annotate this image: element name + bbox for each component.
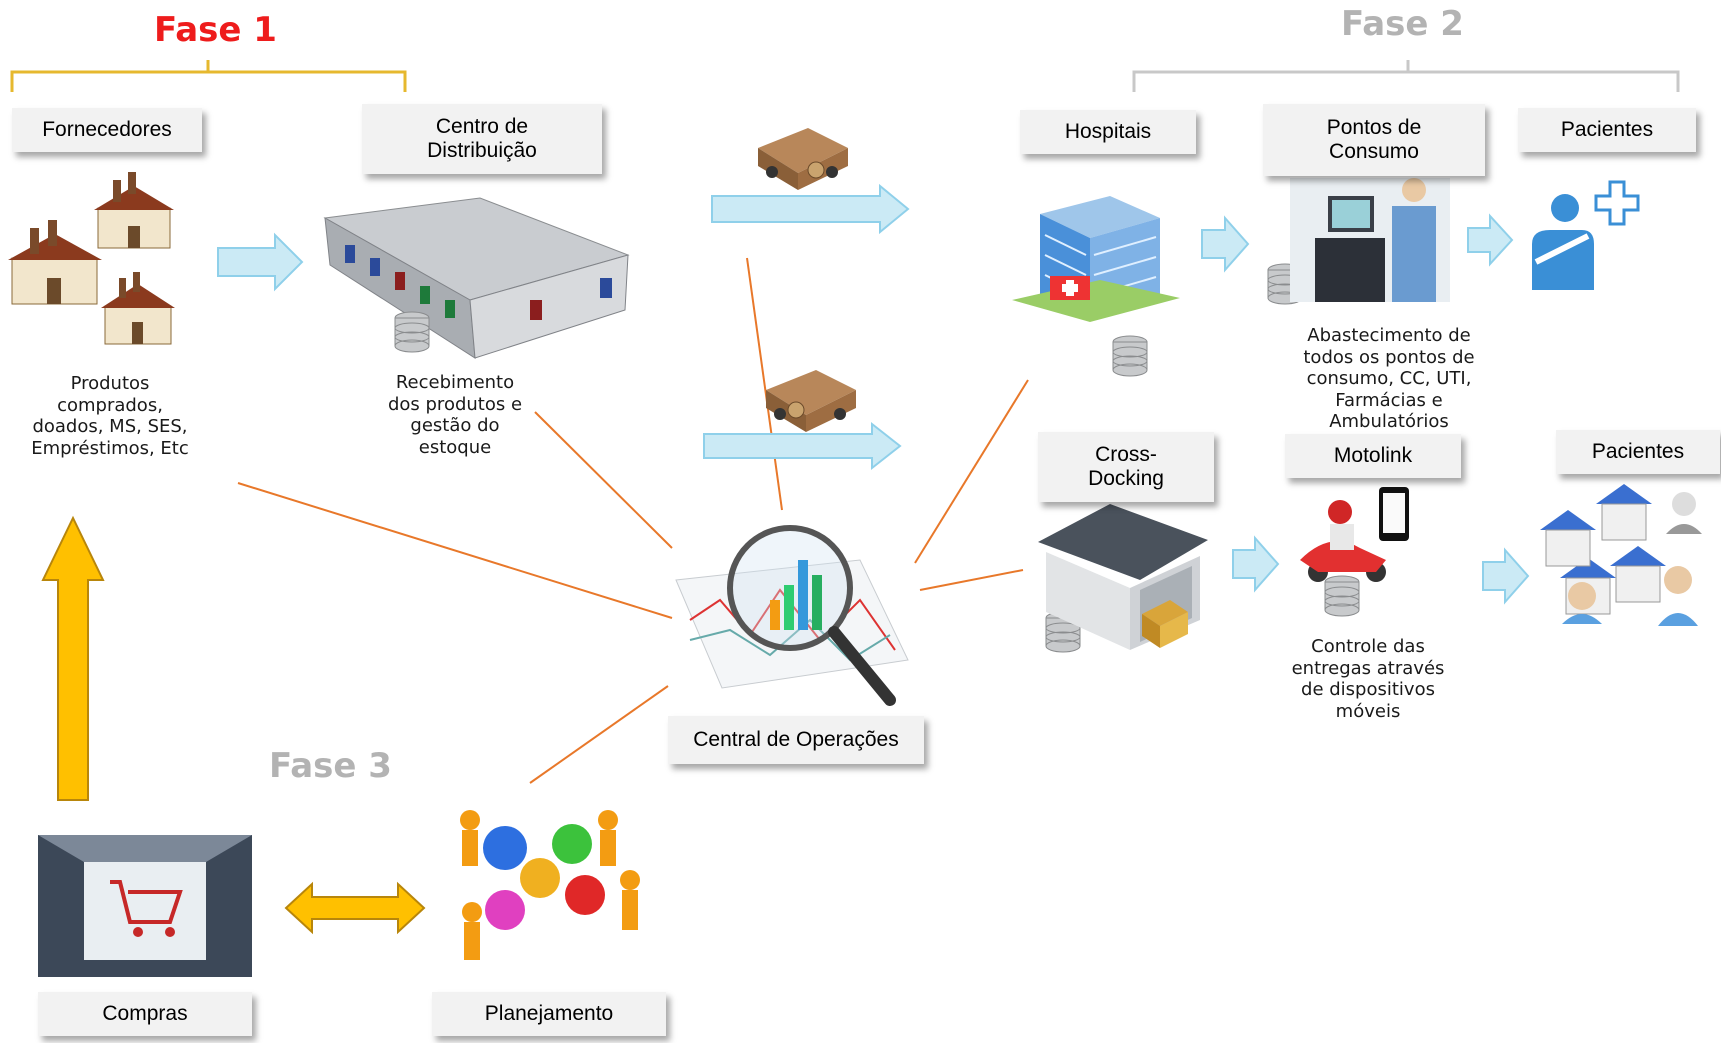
desc-produtos-line: Empréstimos, Etc	[31, 437, 189, 459]
desc-abastecimento-line: Ambulatórios	[1329, 411, 1449, 433]
medical-terminal-icon	[1290, 178, 1450, 302]
label-fornecedores-text: Fornecedores	[42, 117, 172, 141]
label-motolink: Motolink	[1285, 434, 1461, 478]
compras-planejamento-arrow	[284, 881, 426, 935]
desc-controle-line: entregas através	[1291, 657, 1445, 679]
connector-crossdocking	[919, 569, 1024, 591]
desc-controle: Controle das entregas através de disposi…	[1270, 636, 1466, 722]
label-pacientes-top: Pacientes	[1518, 108, 1696, 152]
flow-arrow-pontos	[1467, 213, 1514, 267]
desc-recebimento: Recebimento dos produtos e gestão do est…	[370, 372, 540, 458]
scooter-icon	[1300, 500, 1386, 582]
hospital-icon	[1012, 196, 1180, 322]
label-cross-docking: Cross- Docking	[1038, 432, 1214, 502]
label-motolink-text: Motolink	[1333, 443, 1413, 467]
factory-icon	[8, 172, 175, 345]
houses-patients-icon	[1540, 484, 1702, 626]
desc-abastecimento-line: consumo, CC, UTI,	[1306, 368, 1472, 390]
label-pontos-consumo: Pontos de Consumo	[1263, 104, 1485, 176]
magnifier-chart-icon	[675, 525, 909, 706]
flow-arrow-motolink	[1482, 547, 1530, 605]
phase-title-3: Fase 3	[269, 746, 392, 786]
warehouse-icon	[323, 197, 630, 359]
label-compras: Compras	[38, 992, 252, 1036]
desc-controle-line: móveis	[1335, 700, 1401, 722]
desc-recebimento-line: estoque	[418, 436, 492, 458]
desc-abastecimento: Abastecimento de todos os pontos de cons…	[1280, 325, 1498, 435]
desc-produtos-line: doados, MS, SES,	[32, 416, 188, 438]
desc-recebimento-line: gestão do	[410, 415, 500, 437]
label-pacientes-bottom: Pacientes	[1556, 430, 1720, 474]
gears-team-icon	[460, 810, 640, 960]
desc-controle-line: Controle das	[1311, 636, 1425, 657]
desc-produtos-line: comprados,	[57, 394, 163, 416]
label-central-text: Central de Operações	[693, 727, 899, 751]
label-hospitais-text: Hospitais	[1064, 119, 1152, 143]
label-centro-line2: Distribuição	[427, 139, 537, 162]
label-fornecedores: Fornecedores	[12, 108, 202, 152]
label-planejamento: Planejamento	[432, 992, 666, 1036]
label-planejamento-text: Planejamento	[484, 1001, 614, 1025]
label-pacientes-top-text: Pacientes	[1560, 117, 1654, 141]
label-pacientes-bottom-text: Pacientes	[1591, 439, 1685, 463]
label-centro-distribuicao: Centro de Distribuição	[362, 104, 602, 174]
desc-recebimento-line: dos produtos e	[387, 393, 523, 415]
desc-abastecimento-line: todos os pontos de	[1303, 346, 1475, 368]
shopping-cart-key-icon	[38, 835, 252, 977]
desc-produtos: Produtos comprados, doados, MS, SES, Emp…	[20, 373, 200, 459]
connector-planejamento	[529, 685, 669, 784]
label-centro-line1: Centro de	[435, 114, 529, 138]
compras-up-arrow	[41, 515, 105, 801]
flow-arrow-truck-top	[711, 183, 910, 235]
smartphone-icon	[1379, 487, 1409, 541]
flow-arrow-hospitais	[1201, 215, 1250, 273]
label-cross-line1: Cross-	[1095, 442, 1157, 466]
desc-produtos-line: Produtos	[70, 373, 150, 394]
fase2-bracket	[1132, 60, 1680, 92]
desc-abastecimento-line: Abastecimento de	[1307, 325, 1471, 346]
patient-icon	[1532, 180, 1640, 290]
desc-abastecimento-line: Farmácias e	[1335, 389, 1443, 411]
connector-hospitais	[914, 379, 1029, 564]
connector-centro	[534, 411, 673, 549]
desc-recebimento-line: Recebimento	[395, 372, 515, 393]
flow-arrow-crossdocking	[1232, 535, 1280, 593]
label-hospitais: Hospitais	[1020, 110, 1196, 154]
phase-title-2: Fase 2	[1341, 4, 1464, 44]
label-pontos-line2: Consumo	[1329, 140, 1419, 163]
fase1-bracket	[10, 60, 407, 92]
garage-icon	[1038, 504, 1208, 650]
label-central-operacoes: Central de Operações	[668, 716, 924, 764]
label-pontos-line1: Pontos de	[1326, 115, 1422, 139]
delivery-truck-icon	[758, 128, 856, 432]
connector-truck	[746, 257, 783, 511]
flow-arrow-1	[217, 232, 304, 292]
label-compras-text: Compras	[102, 1001, 188, 1025]
desc-controle-line: de dispositivos	[1301, 679, 1435, 701]
phase-title-1: Fase 1	[154, 10, 277, 50]
connector-fornecedores	[237, 482, 673, 619]
label-cross-line2: Docking	[1088, 467, 1164, 490]
flow-arrow-truck-bottom	[703, 421, 902, 471]
